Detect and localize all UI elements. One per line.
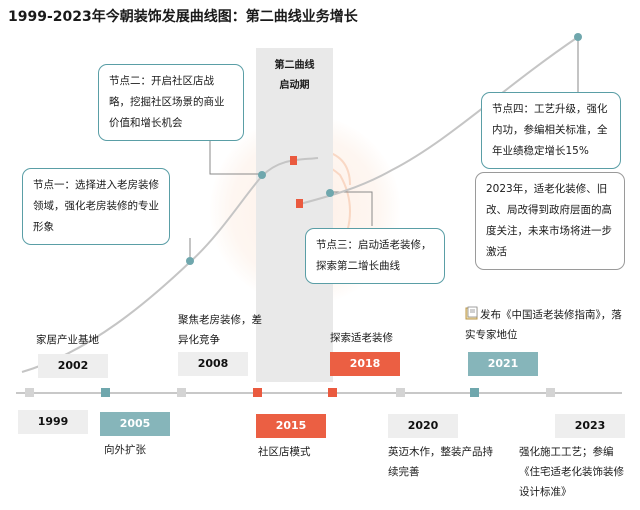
curve-marker-top	[290, 156, 297, 165]
callout-node3: 节点三：启动适老装修，探索第二增长曲线	[305, 228, 445, 284]
event-2008: 聚焦老房装修，差异化竞争	[178, 314, 262, 346]
year-2005: 2005	[100, 412, 170, 436]
event-2023: 强化施工工艺；参编《住宅适老化装饰装修设计标准》	[519, 446, 624, 498]
event-2020: 英迈木作，整装产品持续完善	[388, 446, 493, 478]
year-2018: 2018	[330, 352, 400, 376]
event-2005: 向外扩张	[104, 444, 146, 456]
year-2023: 2023	[555, 414, 625, 438]
callout-node2: 节点二：开启社区店战略，挖掘社区场景的商业价值和增长机会	[98, 64, 244, 141]
page-title: 1999-2023年今朝装饰发展曲线图：第二曲线业务增长	[8, 9, 358, 25]
node3-dot	[326, 189, 334, 197]
event-2018: 探索适老装修	[330, 332, 393, 344]
tick-2020	[396, 388, 405, 397]
second-curve-band	[256, 48, 333, 382]
event-2015: 社区店模式	[258, 446, 311, 458]
callout-node4: 节点四：工艺升级，强化内功，参编相关标准，全年业绩稳定增长15%	[481, 92, 621, 169]
year-2002: 2002	[38, 354, 108, 378]
year-1999: 1999	[18, 410, 88, 434]
timeline-axis	[16, 392, 622, 394]
connector-node3	[330, 191, 373, 226]
event-2021: 发布《中国适老装修指南》，落实专家地位	[465, 305, 630, 345]
tick-2018	[328, 388, 337, 397]
year-2015: 2015	[256, 414, 326, 438]
second-growth-curve	[299, 36, 579, 205]
book-icon	[465, 306, 479, 320]
node2-dot	[258, 171, 266, 179]
band-label: 第二曲线 启动期	[274, 60, 315, 91]
callout-2023-note: 2023年，适老化装修、旧改、局改得到政府层面的高度关注，未来市场将进一步激活	[475, 172, 625, 270]
year-2020: 2020	[388, 414, 458, 438]
tick-2023	[546, 388, 555, 397]
event-2021-text: 发布《中国适老装修指南》，落实专家地位	[465, 309, 622, 341]
tick-2005	[101, 388, 110, 397]
first-growth-curve	[21, 157, 319, 373]
tick-2008	[177, 388, 186, 397]
year-2008: 2008	[178, 352, 248, 376]
tick-2021	[470, 388, 479, 397]
node4-dot	[574, 33, 582, 41]
node1-dot	[186, 257, 194, 265]
tick-1999	[25, 388, 34, 397]
callout-node1: 节点一：选择进入老房装修领域，强化老房装修的专业形象	[22, 168, 170, 245]
event-2002: 家居产业基地	[36, 334, 99, 346]
curve-marker-bottom	[296, 199, 303, 208]
connector-node2	[209, 134, 262, 175]
year-2021: 2021	[468, 352, 538, 376]
tick-2015	[253, 388, 262, 397]
